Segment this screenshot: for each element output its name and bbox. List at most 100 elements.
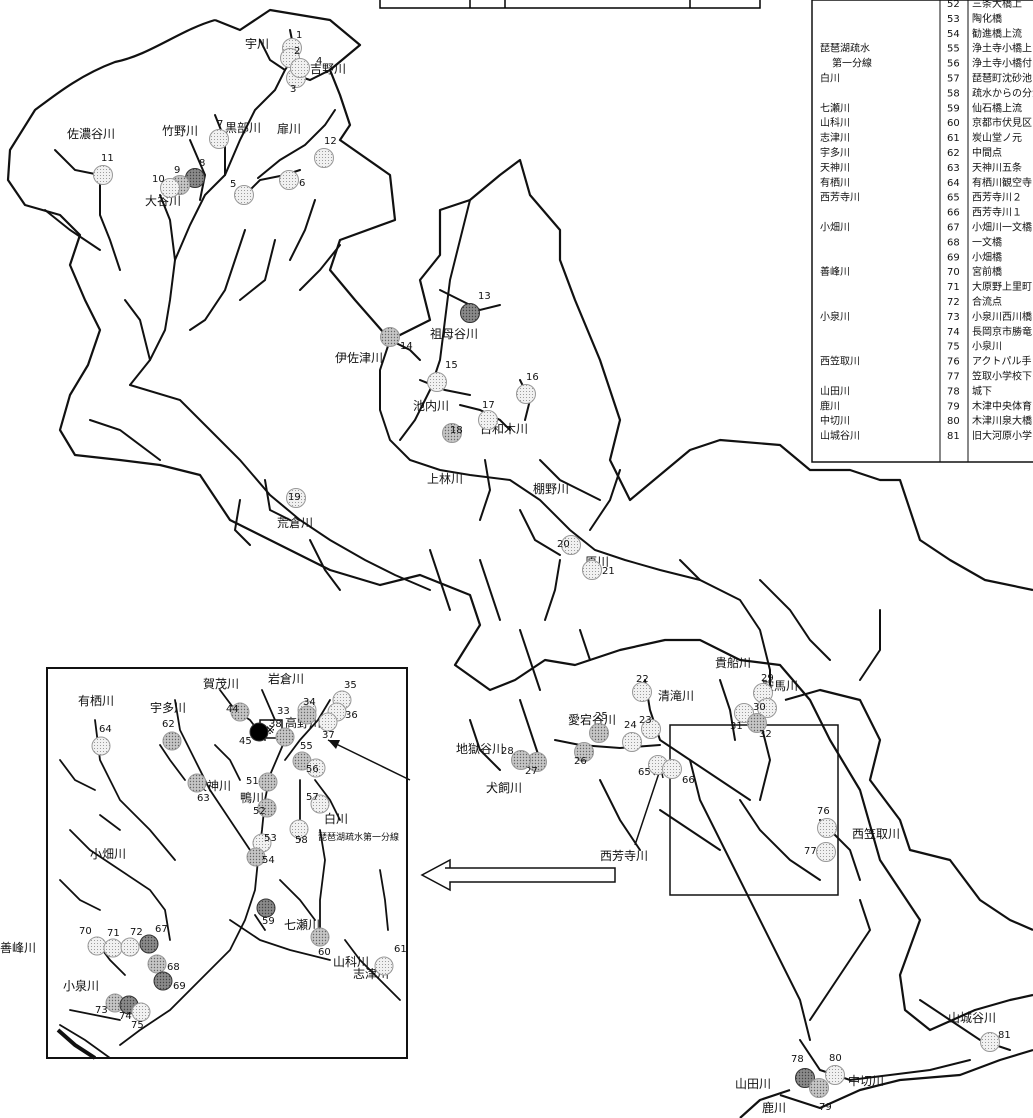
label-nishikasatori: 西笠取川 (852, 826, 900, 841)
station-number-29: 29 (761, 673, 774, 684)
legend-group-4: 第一分線 (832, 57, 872, 70)
note-mark: ※ (265, 723, 275, 737)
legend-number-69: 69 (947, 252, 960, 263)
station-number-8: 8 (199, 158, 205, 169)
station-marker-51 (258, 772, 278, 792)
station-marker-57 (310, 794, 330, 814)
station-number-44: 44 (226, 704, 239, 715)
label-kamo2: 鴨川 (240, 791, 264, 805)
legend-site-80: 木津川泉大橋 (972, 414, 1032, 427)
legend-site-52: 三条大橋上 (972, 0, 1022, 10)
station-number-14: 14 (400, 341, 413, 352)
label-inukai: 犬飼川 (486, 780, 522, 795)
station-marker-77 (816, 842, 836, 862)
station-marker-68 (147, 954, 167, 974)
inset-map: ※ (46, 667, 411, 1060)
station-number-18: 18 (450, 425, 463, 436)
legend-site-61: 炭山堂ノ元 (972, 132, 1022, 144)
label-tanano: 棚野川 (533, 481, 569, 496)
station-marker-61 (374, 956, 394, 976)
legend-site-54: 勧進橋上流 (972, 27, 1022, 40)
legend-group-12: 有栖川 (820, 176, 850, 189)
station-marker-16 (516, 384, 536, 404)
legend-number-52: 52 (947, 0, 960, 10)
station-marker-4 (290, 58, 310, 78)
label-arakura: 荒倉川 (277, 515, 313, 530)
station-marker-38 (275, 727, 295, 747)
station-marker-62 (162, 731, 182, 751)
legend-number-64: 64 (947, 178, 960, 189)
legend-site-62: 中間点 (972, 146, 1002, 159)
station-number-7: 7 (217, 119, 223, 130)
legend-site-63: 天神川五条 (972, 161, 1022, 174)
station-number-10: 10 (152, 174, 165, 185)
label-uda: 宇多川 (150, 701, 186, 715)
legend-site-60: 京都市伏見区 (972, 116, 1032, 129)
legend-site-57: 琵琶町沈砂池 (972, 72, 1032, 85)
legend-number-55: 55 (947, 44, 960, 55)
station-number-75: 75 (131, 1020, 144, 1031)
legend-number-57: 57 (947, 74, 960, 85)
inset-arrow (420, 858, 616, 892)
station-number-16: 16 (526, 372, 539, 383)
label-yoshimine: 善峰川 (0, 940, 36, 955)
station-marker-67 (139, 934, 159, 954)
legend-group-9: 志津川 (820, 131, 850, 144)
legend-number-68: 68 (947, 237, 960, 248)
label-shika: 鹿川 (762, 1100, 786, 1115)
legend-site-58: 疏水からの分流 (972, 86, 1033, 99)
station-number-70: 70 (79, 926, 92, 937)
station-number-24: 24 (624, 720, 637, 731)
station-number-57: 57 (306, 792, 319, 803)
station-number-30: 30 (753, 702, 766, 713)
station-marker-17 (478, 410, 498, 430)
station-number-69: 69 (173, 981, 186, 992)
station-number-79: 79 (819, 1102, 832, 1113)
station-number-2: 2 (294, 46, 300, 57)
station-marker-54 (246, 847, 266, 867)
label-yamashirotani: 山城谷川 (948, 1011, 996, 1025)
label-jigokutani: 地獄谷川 (456, 742, 504, 756)
label-ujigawa: 宇川 (245, 37, 269, 51)
legend-number-58: 58 (947, 88, 960, 99)
station-number-61: 61 (394, 944, 407, 955)
station-number-3: 3 (290, 84, 296, 95)
station-marker-28 (511, 750, 531, 770)
station-number-76: 76 (817, 806, 830, 817)
legend-site-73: 小泉川西川橋 (972, 310, 1032, 323)
legend-number-70: 70 (947, 267, 960, 278)
legend-site-72: 合流点 (972, 295, 1002, 308)
station-number-66: 66 (682, 775, 695, 786)
station-number-33: 33 (277, 706, 290, 717)
station-marker-34 (297, 705, 317, 725)
station-number-1: 1 (296, 30, 302, 41)
legend-site-71: 大原野上里町 (972, 280, 1032, 293)
station-marker-20 (561, 535, 581, 555)
label-shinanotani: 佐濃谷川 (67, 127, 115, 141)
legend-number-59: 59 (947, 103, 960, 114)
legend-group-21: 小泉川 (820, 310, 850, 323)
label-kurobegawa: 黒部川 (225, 120, 261, 135)
station-marker-63 (187, 773, 207, 793)
station-marker-15 (427, 372, 447, 392)
label-yamada: 山田川 (735, 1077, 771, 1091)
station-marker-72 (120, 937, 140, 957)
legend-site-64: 有栖川観空寺 (972, 176, 1032, 189)
station-number-63: 63 (197, 793, 210, 804)
station-marker-14 (380, 327, 400, 347)
label-biwako-branch: 琵琶湖疏水第一分線 (318, 831, 399, 843)
station-number-64: 64 (99, 724, 112, 735)
legend-group-24: 西笠取川 (820, 355, 860, 368)
station-number-28: 28 (501, 746, 514, 757)
station-marker-10 (160, 178, 180, 198)
station-number-34: 34 (303, 697, 316, 708)
station-number-73: 73 (95, 1005, 108, 1016)
station-marker-19 (286, 488, 306, 508)
station-number-27: 27 (525, 766, 538, 777)
station-number-67: 67 (155, 924, 168, 935)
legend-number-79: 79 (947, 401, 960, 412)
station-number-52: 52 (253, 806, 266, 817)
station-number-77: 77 (804, 846, 817, 857)
station-marker-80 (825, 1065, 845, 1085)
